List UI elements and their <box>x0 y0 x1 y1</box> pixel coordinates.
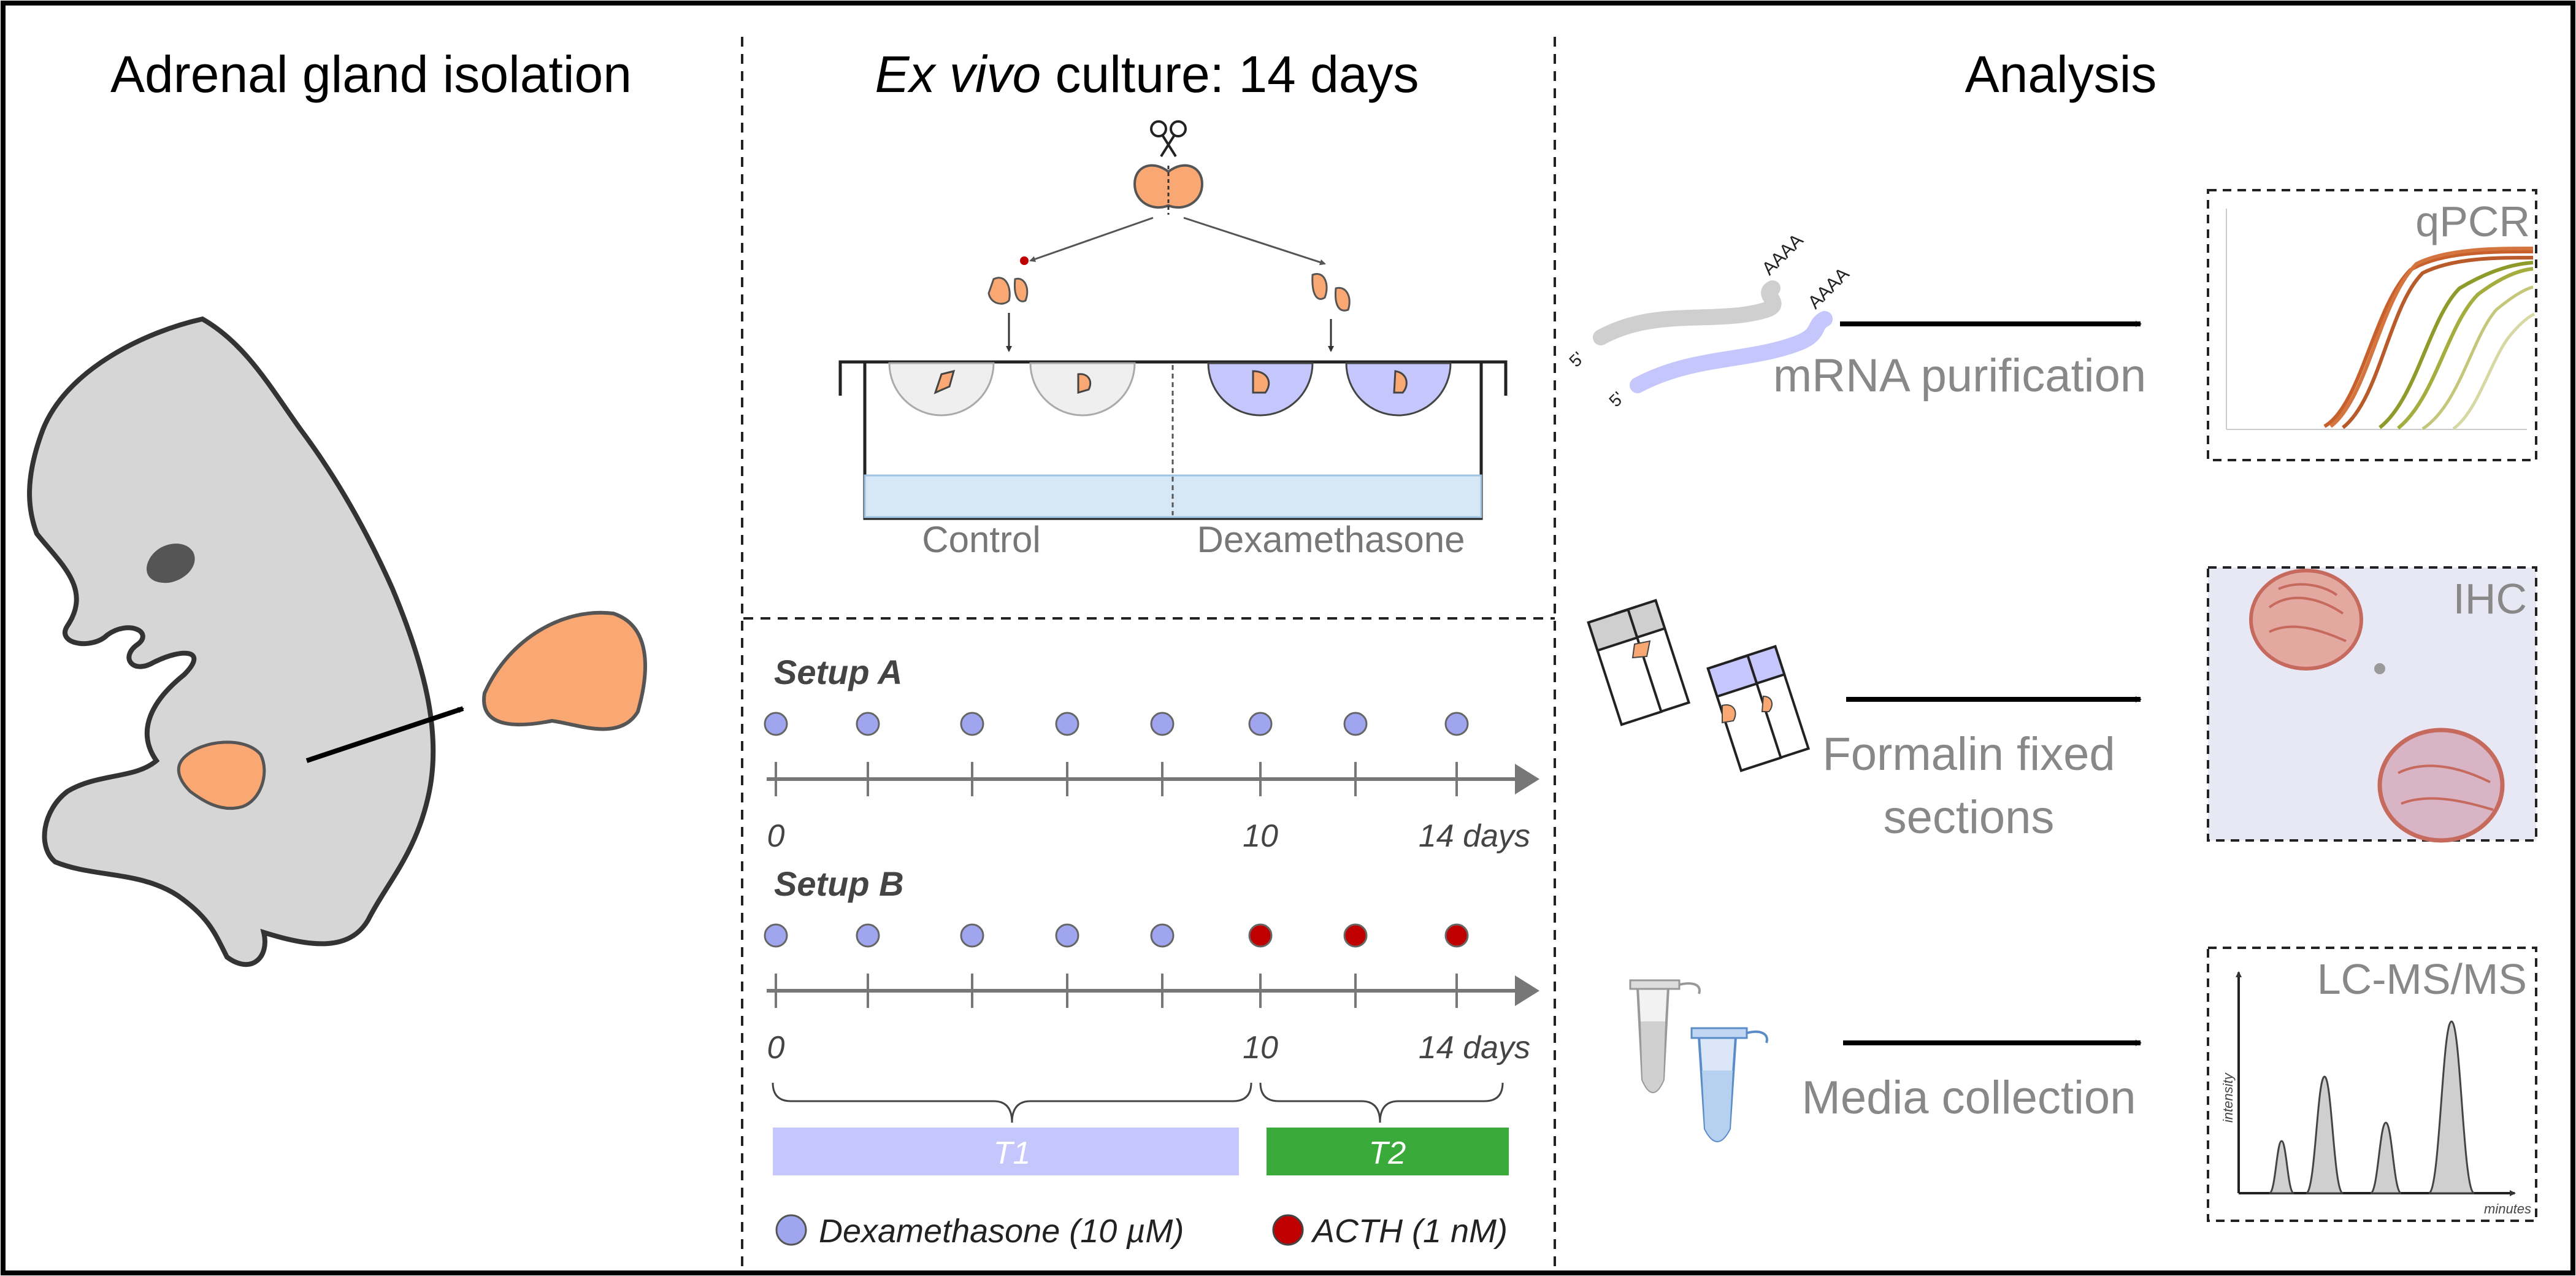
mrna-strand-blue <box>1630 311 1833 393</box>
panel-title-culture: Ex vivo culture: 14 days <box>875 45 1419 103</box>
phase-label-t2: T2 <box>1369 1136 1406 1171</box>
dexamethasone-dot <box>856 923 880 948</box>
split-arrow-right <box>1183 217 1326 266</box>
blood-vessel-dot <box>1020 256 1029 265</box>
qpcr-label: qPCR <box>2415 198 2530 245</box>
panel-title-analysis: Analysis <box>1965 45 2157 103</box>
brace-t2 <box>1259 1082 1504 1123</box>
slides-control-icon <box>1587 599 1691 726</box>
legend-dex-label: Dexamethasone (10 µM) <box>819 1213 1184 1250</box>
dexamethasone-dot <box>764 923 788 948</box>
isolation-arrow <box>305 706 464 763</box>
dexamethasone-dot <box>960 712 984 736</box>
embryo-adrenal-gland <box>177 740 266 810</box>
dexamethasone-label: Dexamethasone <box>1197 519 1465 560</box>
mrna-strand-grey <box>1593 280 1782 345</box>
half-gland-left-a <box>987 277 1011 305</box>
phase-bar-t2 <box>1267 1128 1509 1175</box>
embryo-illustration <box>27 316 436 967</box>
mrna-polya-tail-1: AAAA <box>1758 230 1807 279</box>
control-label: Control <box>922 519 1040 560</box>
brace-t1 <box>772 1082 1252 1123</box>
dexamethasone-dot <box>1055 923 1079 948</box>
dexamethasone-dot <box>1248 712 1273 736</box>
split-arrow-left <box>1029 217 1154 263</box>
half-gland-left-b <box>1013 277 1029 302</box>
timeline-day-label: 14 days <box>1419 818 1530 854</box>
formalin-fixed-label-line1: Formalin fixed <box>1822 728 2115 780</box>
timeline-day-label: 0 <box>767 818 785 854</box>
mrna-polya-tail-2: AAAA <box>1804 264 1853 313</box>
slides-dex-icon <box>1706 645 1811 772</box>
acth-dot <box>1343 923 1368 948</box>
acth-dot <box>1248 923 1273 948</box>
phase-label-t1: T1 <box>994 1136 1031 1171</box>
lcms-label: LC-MS/MS <box>2317 955 2527 1003</box>
dexamethasone-dot <box>1150 712 1175 736</box>
lcms-y-axis-label: intensity <box>2220 1072 2236 1123</box>
dexamethasone-dot <box>856 712 880 736</box>
legend-acth-label: ACTH (1 nM) <box>1311 1213 1508 1250</box>
explant-control-1 <box>933 369 956 394</box>
timeline-arrowhead <box>1515 975 1539 1006</box>
formalin-fixed-label-line2: sections <box>1884 791 2055 844</box>
explant-dex-1 <box>1252 370 1270 394</box>
mrna-five-prime-label-2: 5' <box>1605 388 1628 411</box>
explant-control-2 <box>1077 373 1092 394</box>
explant-dex-2 <box>1393 370 1408 394</box>
lcms-x-axis-label: minutes <box>2484 1201 2531 1216</box>
dexamethasone-dot <box>960 923 984 948</box>
dexamethasone-dot <box>1444 712 1469 736</box>
half-gland-right-a <box>1311 273 1328 300</box>
scissors-icon <box>1150 120 1187 158</box>
phase-bar-t1 <box>773 1128 1239 1175</box>
media-collection-label: Media collection <box>1802 1072 2136 1124</box>
dexamethasone-dot <box>764 712 788 736</box>
isolated-adrenal-gland <box>482 610 647 731</box>
dexamethasone-dot <box>1343 712 1368 736</box>
half-gland-right-b <box>1334 286 1351 312</box>
ihc-panel: IHC <box>2207 566 2537 843</box>
setup-label: Setup A <box>774 653 902 691</box>
mrna-purification-label: mRNA purification <box>1773 350 2146 402</box>
dexamethasone-dot <box>1150 923 1175 948</box>
timeline-day-label: 14 days <box>1419 1030 1530 1066</box>
acth-dot <box>1444 923 1469 948</box>
tube-control-icon <box>1629 979 1701 1093</box>
mrna-five-prime-label-1: 5' <box>1565 348 1588 371</box>
embryo-eye-shape <box>147 544 195 583</box>
ihc-label: IHC <box>2453 575 2527 623</box>
legend-dex-dot <box>775 1214 807 1246</box>
culture-plate <box>838 360 1508 520</box>
tube-dex-icon <box>1690 1027 1768 1142</box>
lcms-panel: intensity minutes LC-MS/MS <box>2207 947 2537 1222</box>
timeline-day-label: 10 <box>1243 818 1278 854</box>
panel-title-isolation: Adrenal gland isolation <box>110 45 632 103</box>
timeline-day-label: 0 <box>767 1030 785 1066</box>
qpcr-panel: qPCR <box>2207 189 2537 461</box>
setup-label: Setup B <box>774 864 904 903</box>
timeline-arrowhead <box>1515 764 1539 794</box>
dexamethasone-dot <box>1055 712 1079 736</box>
legend-acth-dot <box>1272 1214 1304 1246</box>
timeline-day-label: 10 <box>1243 1030 1278 1066</box>
